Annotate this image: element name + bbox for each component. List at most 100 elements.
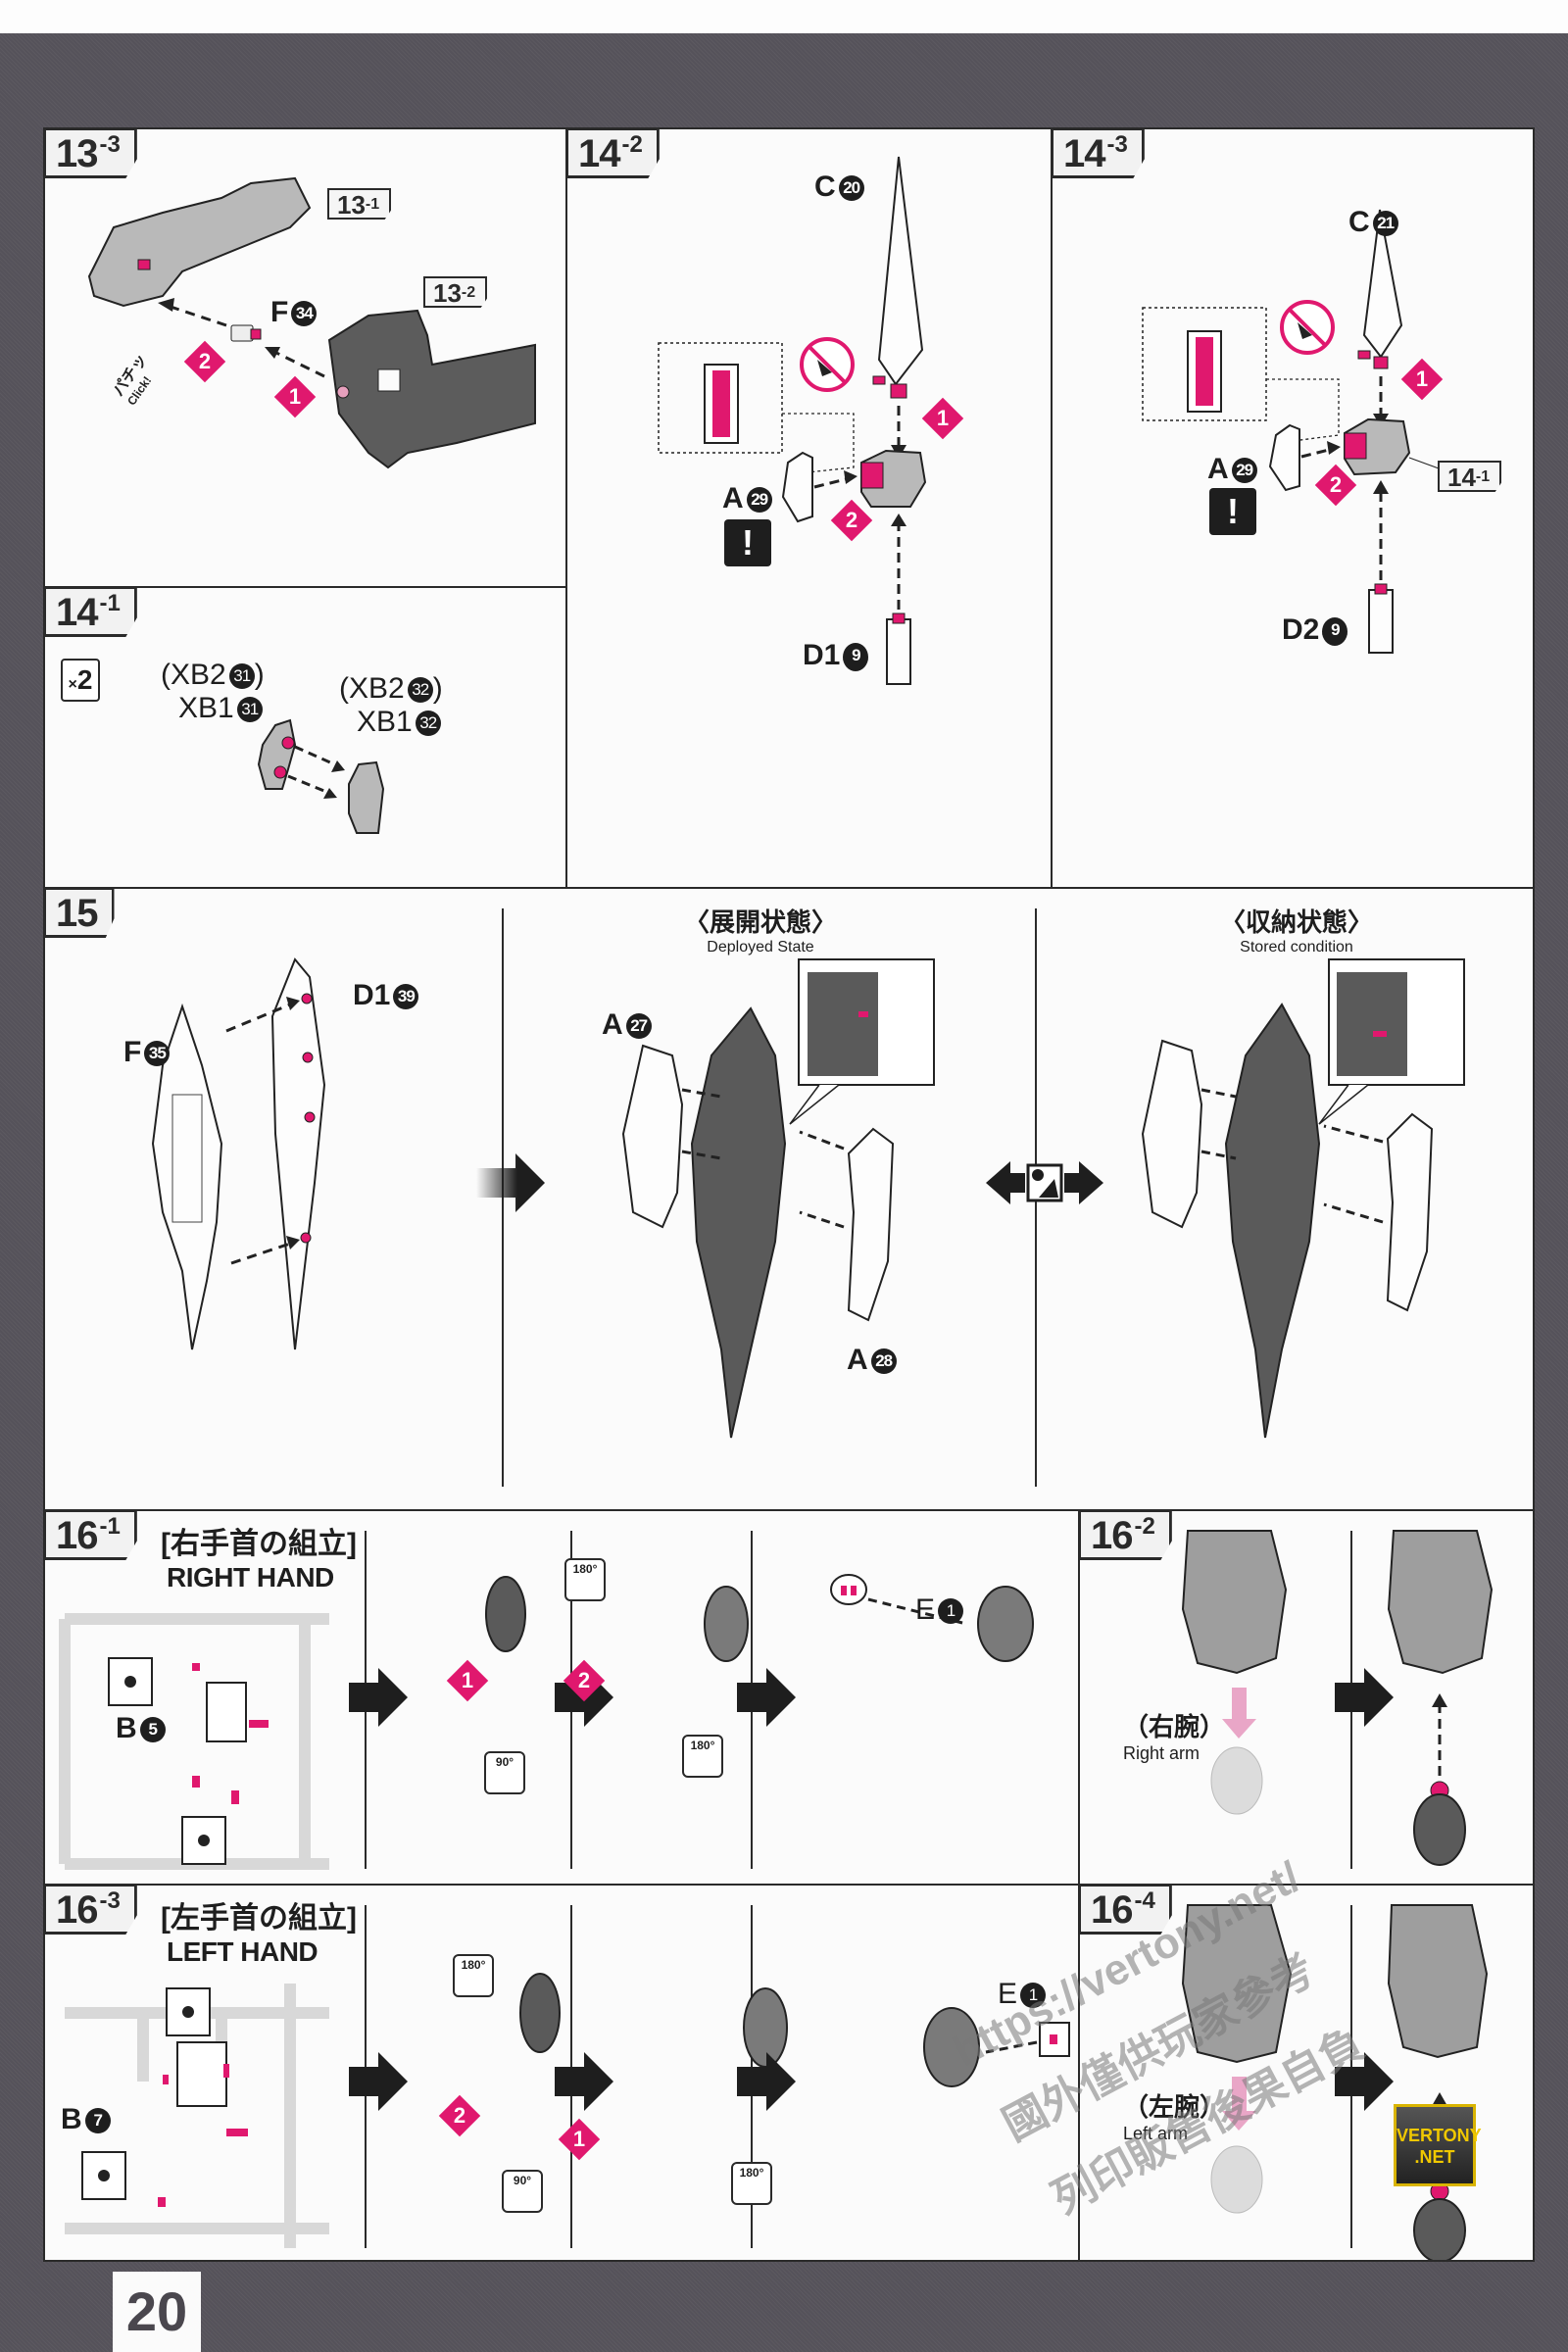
gate-4 xyxy=(158,2197,166,2207)
grip-d2-cap xyxy=(1374,583,1388,595)
frame-window xyxy=(377,368,401,392)
arrow-3-head xyxy=(891,514,906,526)
order-badge-2: 2 xyxy=(563,1659,606,1702)
step-number-tag: 16-4 xyxy=(1080,1886,1172,1935)
hand-step1 xyxy=(519,1973,561,2053)
e1-red xyxy=(1050,2034,1057,2044)
shield-frame-13-2 xyxy=(327,309,536,469)
side-armor-left-stored xyxy=(1141,1039,1203,1229)
deployed-detail-image xyxy=(808,972,878,1076)
shield-plate-13-1 xyxy=(87,176,312,308)
bracket-xb1-31 xyxy=(257,718,297,790)
wing-f35 xyxy=(151,1003,223,1350)
swap-icon-circle xyxy=(1032,1169,1044,1181)
hilt-block-red xyxy=(1344,432,1367,460)
arrow-lower-head xyxy=(323,788,337,799)
arrow-2-line xyxy=(813,476,851,489)
peg-bottom xyxy=(300,1232,312,1244)
step-number-tag: 15 xyxy=(45,889,115,938)
ref-tag-13-1: 13-1 xyxy=(327,188,392,220)
peg-upper xyxy=(281,736,295,750)
peg-part-f34 xyxy=(230,324,254,342)
arrow-bottom-head xyxy=(286,1236,300,1250)
order-badge-2: 2 xyxy=(438,2094,481,2137)
hand-part-b7 xyxy=(176,2041,227,2107)
forearm xyxy=(1181,1904,1293,2064)
swap-arrow-right xyxy=(1064,1161,1103,1204)
bracket-xb1-32 xyxy=(348,760,385,834)
inset-pointer xyxy=(789,1084,840,1125)
bracket-parts-drawing xyxy=(257,718,385,834)
hand-result xyxy=(1413,2198,1466,2260)
peg-top xyxy=(301,993,313,1004)
attach-arrow-line xyxy=(985,2040,1038,2054)
step-15-panel: 15 xyxy=(43,887,1535,1511)
attach-arrow-head xyxy=(1432,2092,1447,2106)
blade-c21-gate xyxy=(1357,350,1371,360)
quantity-multiplier-badge: ×2 xyxy=(61,659,100,702)
grip-d1 xyxy=(886,618,911,685)
step-number-tag: 14-1 xyxy=(45,588,137,637)
hand-ghost xyxy=(1210,2145,1263,2214)
frame-socket xyxy=(336,385,350,399)
e1-red-1 xyxy=(841,1586,847,1595)
arrow-1-line xyxy=(271,349,325,378)
hand-step3-shield xyxy=(830,1574,867,1605)
shield-body-drawing xyxy=(87,176,536,469)
hand-step1 xyxy=(485,1576,526,1652)
gate-2 xyxy=(249,1720,269,1728)
arrow-3-head xyxy=(1373,480,1389,494)
deployed-state-title: 〈展開状態〉 Deployed State xyxy=(683,907,837,956)
next-step-arrow xyxy=(476,1153,545,1212)
nipper-icon-glyph xyxy=(124,1676,136,1688)
e1-red-2 xyxy=(851,1586,857,1595)
next-step-arrow xyxy=(737,2052,796,2111)
deployed-detail-red xyxy=(858,1011,868,1017)
hand-ghost xyxy=(1210,1746,1263,1815)
page-top-margin xyxy=(0,0,1568,33)
stored-arrow-3 xyxy=(1323,1124,1384,1144)
rotate-180-badge: 180° xyxy=(682,1735,723,1778)
forearm-result xyxy=(1387,1530,1494,1675)
arrow-2-line xyxy=(1300,447,1334,459)
red-peg-socket xyxy=(137,259,151,270)
right-hand-title: [右手首の組立] RIGHT HAND xyxy=(161,1528,357,1592)
order-badge-2: 2 xyxy=(830,499,873,542)
detail-inset xyxy=(1142,307,1267,421)
peg-mid xyxy=(302,1052,314,1063)
gate-3 xyxy=(226,2129,248,2136)
left-hand-title: [左手首の組立] LEFT HAND xyxy=(161,1902,357,1967)
next-step-arrow xyxy=(1335,1668,1394,1727)
step-number-tag: 14-2 xyxy=(567,129,660,178)
no-nipper-slash xyxy=(1288,308,1327,347)
right-arm-drawing xyxy=(1181,1530,1494,1866)
blade-assembly-drawing xyxy=(1142,209,1450,654)
gate-2 xyxy=(223,2064,229,2078)
hand-step3-result xyxy=(977,1586,1034,1662)
side-armor-right-stored xyxy=(1386,1112,1434,1312)
next-step-arrow xyxy=(737,1668,796,1727)
order-badge-1: 1 xyxy=(558,2118,601,2161)
arrow-upper-line xyxy=(294,745,340,768)
step-number-tag: 16-1 xyxy=(45,1511,137,1560)
nipper-glyph xyxy=(1298,322,1312,339)
stored-arrow-1 xyxy=(1200,1088,1237,1099)
warning-badge: ! xyxy=(1209,488,1256,535)
arrow-2-head xyxy=(844,470,858,484)
forearm xyxy=(1181,1530,1288,1675)
arrow-2-head xyxy=(158,298,174,312)
forearm-result xyxy=(1387,1904,1489,2059)
attach-arrow-head xyxy=(1432,1693,1447,1707)
arrow-bottom-line xyxy=(230,1242,291,1265)
gate-1 xyxy=(192,1663,200,1671)
next-step-arrow xyxy=(349,1668,408,1727)
